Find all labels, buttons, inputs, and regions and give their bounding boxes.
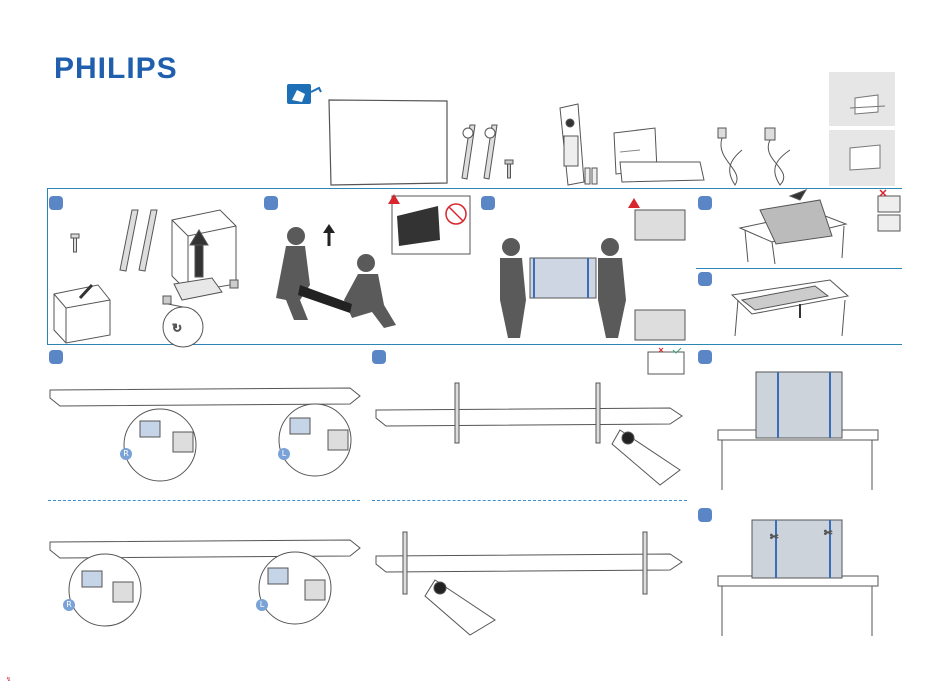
footer-mark: ↯ [6, 676, 11, 683]
step6b-tv-bottom-illustration [50, 540, 360, 626]
power-cord-illustration [718, 128, 790, 185]
step4-table-cloth-illustration [740, 190, 900, 264]
remote-illustration [560, 104, 597, 185]
side-label-right-b: R [63, 599, 75, 611]
side-label-left-b: L [256, 599, 268, 611]
open-box-icon [287, 84, 321, 104]
step1-feet-illustration [71, 210, 157, 271]
step3-carrying-illustration [500, 198, 685, 340]
step5-tv-on-table-illustration [732, 280, 848, 336]
step2-warning-panel [388, 194, 470, 254]
side-label-right: R [120, 448, 132, 460]
svg-text:✂: ✂ [824, 528, 832, 539]
step2-lifting-illustration [276, 224, 396, 328]
stand-feet-illustration [462, 125, 497, 179]
svg-text:↻: ↻ [172, 321, 182, 335]
tv-panel-illustration [329, 100, 447, 185]
step7b-screwing-illustration [376, 532, 682, 635]
svg-text:✂: ✂ [770, 532, 778, 543]
option-panel-stand [829, 130, 895, 186]
step6-tv-bottom-illustration [50, 388, 360, 481]
step8-standing-tv-illustration [718, 372, 878, 490]
step7-screwing-illustration [376, 348, 684, 485]
side-label-left: L [278, 448, 290, 460]
step9-standing-tv-illustration: ✂ ✂ [718, 520, 878, 636]
option-panel-wall-mount [829, 72, 895, 126]
step1-box-illustration: ↻ [54, 210, 238, 347]
screw-icon [505, 160, 513, 178]
documents-illustration [614, 128, 704, 182]
